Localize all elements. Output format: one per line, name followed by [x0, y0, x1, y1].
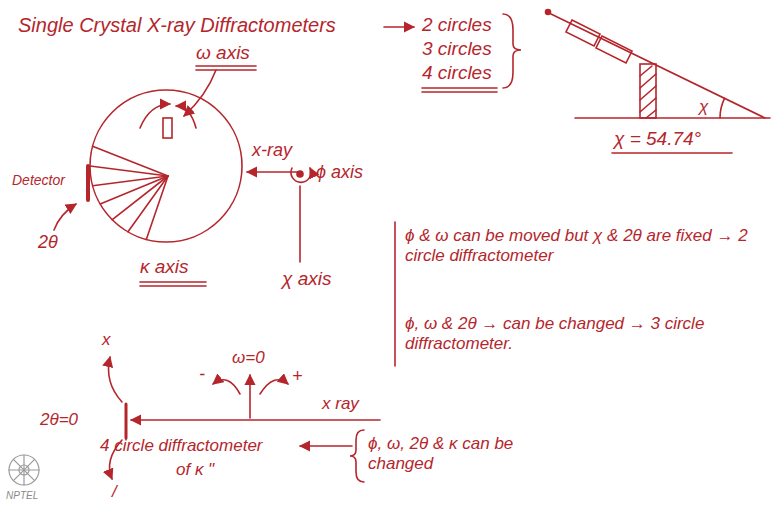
- sign-label: -: [199, 364, 205, 385]
- axis-label: ω axis: [196, 42, 250, 64]
- angle-label: χ: [699, 97, 708, 117]
- detector-label: Detector: [12, 172, 65, 188]
- title: Single Crystal X-ray Diffractometers: [18, 14, 336, 37]
- circle-count: 3 circles: [422, 38, 492, 60]
- underline: [422, 91, 497, 93]
- axis-label: χ axis: [282, 268, 331, 290]
- circle-count: 4 circles: [422, 62, 492, 84]
- zero-position-sketch: [109, 357, 381, 482]
- brace: [503, 14, 521, 88]
- watermark: NPTEL: [6, 490, 38, 502]
- logo: [9, 455, 39, 485]
- circle-count: 2 circles: [422, 14, 492, 36]
- beam-label: x-ray: [252, 140, 292, 161]
- title-arrow: [384, 26, 414, 28]
- note: ϕ, ω, 2θ & κ can be changed: [368, 434, 578, 473]
- axis-label: κ axis: [140, 256, 189, 278]
- angle-value: χ = 54.74°: [614, 128, 701, 150]
- sign-label: x: [102, 330, 111, 350]
- sign-label: /: [112, 482, 117, 502]
- note: 4 circle diffractometer: [100, 436, 263, 456]
- goniometer-circle: [54, 66, 302, 286]
- axis-sketch: [291, 168, 311, 262]
- angle-label: 2θ=0: [40, 410, 78, 430]
- sign-label: +: [292, 366, 303, 387]
- divider: [394, 222, 396, 366]
- note: ϕ & ω can be moved but χ & 2θ are fixed …: [405, 226, 760, 265]
- note: of κ ": [176, 460, 214, 480]
- chi-tilt-sketch: [546, 10, 771, 154]
- note: ϕ, ω & 2θ → can be changed → 3 circle di…: [405, 314, 760, 353]
- angle-label: 2θ: [38, 232, 58, 253]
- angle-label: ω=0: [232, 348, 265, 368]
- underline: [422, 87, 497, 89]
- axis-label: ϕ axis: [316, 162, 363, 183]
- beam-label: x ray: [322, 394, 359, 414]
